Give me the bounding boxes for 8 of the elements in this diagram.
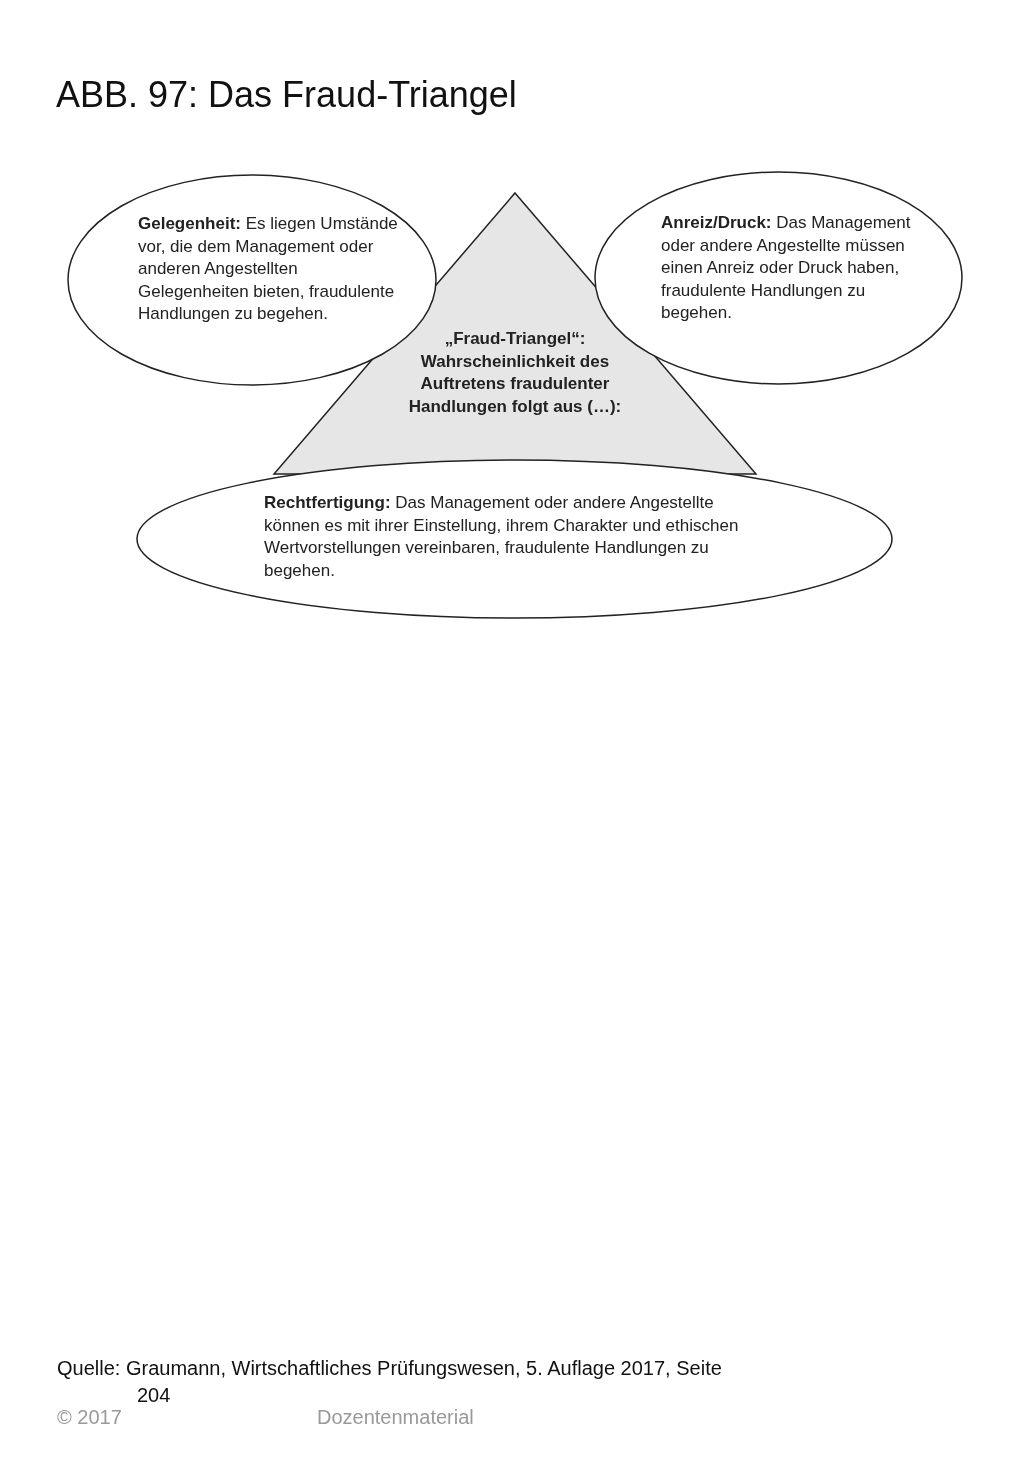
- ellipse-text: Gelegenheit: Es liegen Umstände vor, die dem Management oder anderen Angestellten Gelegenheiten bieten, fraudulente Handlungen zu begehen.: [138, 213, 399, 325]
- ellipse-text: Anreiz/Druck: Das Management oder andere Angestellte müssen einen Anreiz oder Druck haben, fraudulente Handlungen zu begehen.: [661, 212, 912, 324]
- triangle-label: „Fraud-Triangel“: Wahrscheinlichkeit des Auftretens fraudulenter Handlungen folgt aus (…):: [407, 328, 623, 418]
- title: ABB. 97: Das Fraud-Triangel: [56, 74, 517, 116]
- footer-note: Dozentenmaterial: [317, 1406, 474, 1429]
- source-note: Quelle: Graumann, Wirtschaftliches Prüfungswesen, 5. Auflage 2017, Seite 204: [57, 1356, 723, 1408]
- copyright-note: © 2017: [57, 1406, 122, 1429]
- ellipse-text: Rechtfertigung: Das Management oder andere Angestellte können es mit ihrer Einstellung, ihrem Charakter und ethischen Wertvorstellungen vereinbaren, fraudulente Handlungen zu begehen.: [264, 492, 740, 582]
